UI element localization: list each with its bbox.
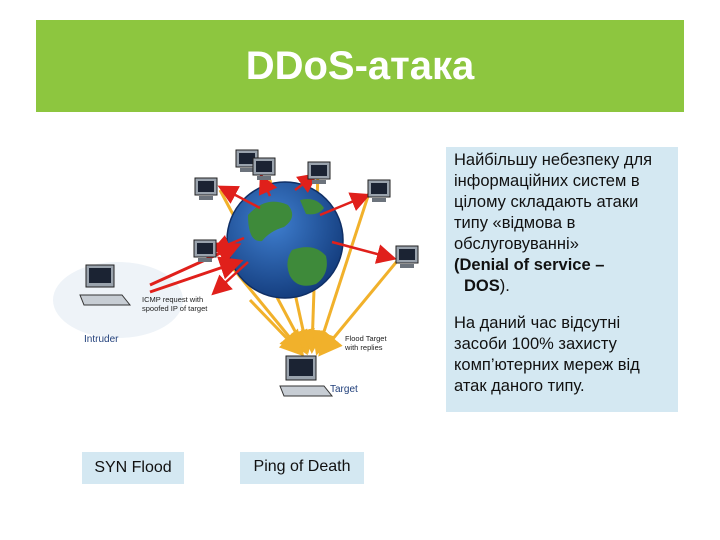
computer-icon	[367, 179, 391, 202]
computer-icon	[252, 157, 276, 180]
globe	[226, 181, 344, 299]
para1-line: Найбільшу небезпеку для	[454, 151, 653, 169]
para2-line: атак даного типу.	[454, 377, 585, 395]
denial-of-service-term: Denial of service –	[459, 256, 605, 274]
term-open-paren: (	[454, 256, 460, 274]
intruder-computer-icon	[79, 264, 132, 306]
target-label: Target	[330, 384, 358, 395]
para2-line: засоби 100% захисту	[454, 335, 617, 353]
computer-icon	[193, 239, 217, 262]
term-close: ).	[499, 277, 510, 295]
flood-label-line2: with replies	[344, 343, 383, 352]
para1-line: типу «відмова в	[454, 214, 576, 232]
icmp-label-line2: spoofed IP of target	[142, 304, 208, 313]
para1-line: інформаційних систем в	[454, 172, 640, 190]
intruder-request-arrows	[149, 242, 244, 294]
computer-icon	[307, 161, 331, 184]
dos-abbr: DOS	[464, 277, 500, 295]
target-computer-icon	[279, 355, 334, 397]
icmp-label-line1: ICMP request with	[142, 295, 203, 304]
intruder-label: Intruder	[84, 334, 119, 345]
para1-line: цілому складають атаки	[454, 193, 639, 211]
para1-term-line: (Denial of service –	[454, 255, 670, 276]
page-title: DDoS-атака	[245, 44, 475, 88]
para1-abbr-line: DOS).	[454, 276, 670, 297]
description-box: Найбільшу небезпеку для інформаційних си…	[446, 147, 678, 412]
para2-line: комп’ютерних мереж від	[454, 356, 640, 374]
para1-line: обслуговуванні»	[454, 235, 579, 253]
flood-label-line1: Flood Target	[345, 334, 387, 343]
syn-flood-button[interactable]: SYN Flood	[82, 452, 184, 484]
ping-of-death-button[interactable]: Ping of Death	[240, 452, 364, 484]
computer-icon	[395, 245, 419, 268]
title-bar: DDoS-атака	[36, 20, 684, 112]
para2-line: На даний час відсутні	[454, 314, 621, 332]
computer-icon	[194, 177, 218, 200]
